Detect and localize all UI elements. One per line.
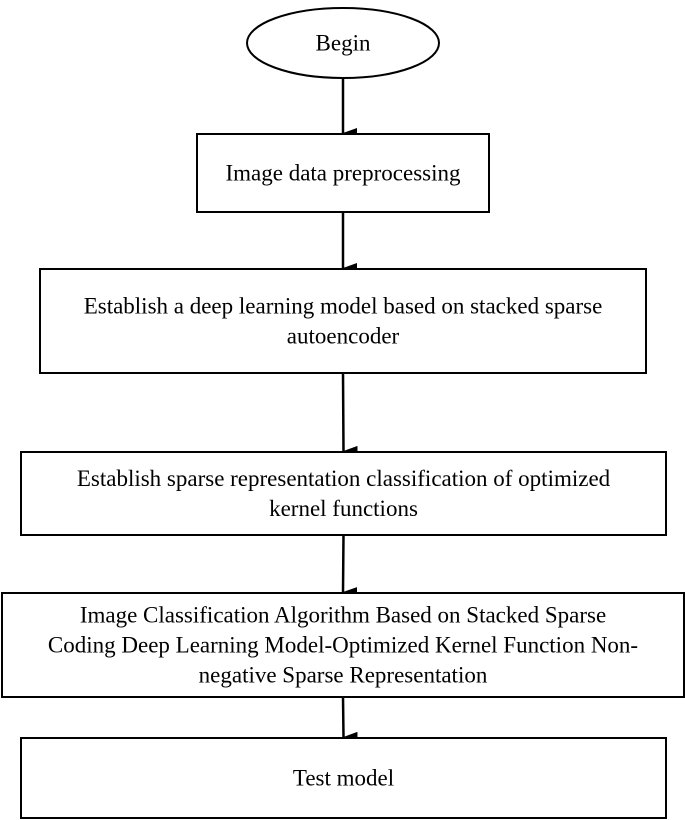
node-label-line: Image data preprocessing: [225, 161, 461, 186]
node-deep-model: Establish a deep learning model based on…: [39, 268, 647, 374]
process-box: [1, 592, 685, 698]
process-box: [20, 451, 667, 536]
node-test: Test model: [20, 737, 667, 819]
begin-ellipse: [246, 7, 440, 79]
arrow-algorithm-to-test: [341, 696, 358, 742]
node-label-line: negative Sparse Representation: [199, 663, 488, 688]
node-label-line: Coding Deep Learning Model-Optimized Ker…: [48, 633, 638, 658]
process-box: [39, 268, 647, 374]
node-label-line: Establish a deep learning model based on…: [84, 294, 603, 319]
node-label-line: autoencoder: [287, 324, 400, 349]
process-box: [20, 737, 667, 819]
node-label-line: kernel functions: [269, 496, 418, 521]
arrow-src-kernel-to-algorithm: [341, 534, 358, 598]
arrow-deep-model-to-src-kernel: [341, 372, 358, 456]
node-src-kernel: Establish sparse representation classifi…: [20, 451, 667, 536]
node-label-line: Begin: [316, 31, 371, 56]
node-label-line: Test model: [293, 766, 394, 791]
node-begin: Begin: [246, 7, 440, 79]
node-label-line: Image Classification Algorithm Based on …: [80, 603, 606, 628]
process-box: [196, 133, 490, 213]
node-preprocess: Image data preprocessing: [196, 133, 490, 213]
node-label-line: Establish sparse representation classifi…: [77, 466, 611, 491]
node-algorithm: Image Classification Algorithm Based on …: [1, 592, 685, 698]
